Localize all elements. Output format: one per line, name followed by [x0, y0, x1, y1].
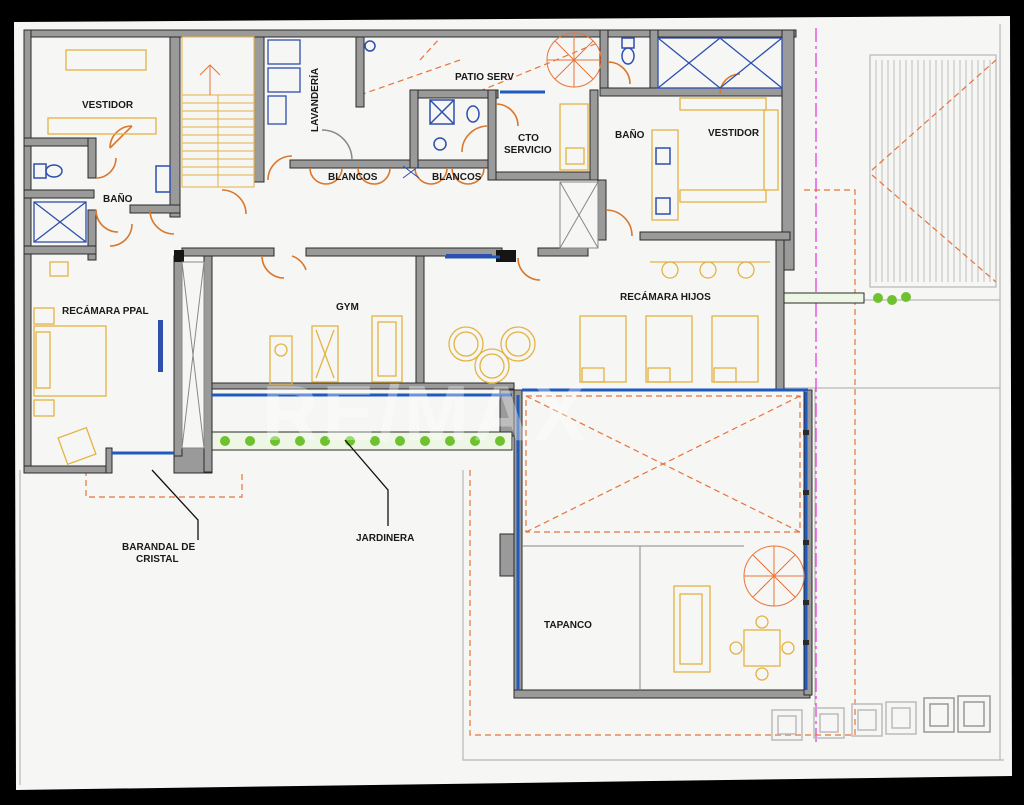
stair-icon	[181, 36, 255, 188]
label-barandal-1: BARANDAL DE	[122, 542, 195, 553]
label-vestidor-right: VESTIDOR	[708, 128, 760, 139]
leader-lines	[151, 439, 389, 540]
label-cto-servicio-2: SERVICIO	[504, 145, 552, 156]
pavers	[771, 695, 991, 741]
planter	[211, 431, 513, 451]
label-jardinera: JARDINERA	[356, 533, 414, 544]
closet-bar-2	[446, 254, 492, 258]
dining-table-icon	[729, 615, 795, 681]
hatched-roof	[875, 60, 991, 282]
label-bano-right: BAÑO	[615, 128, 645, 141]
closet-bar	[158, 320, 163, 372]
washer-icon	[267, 39, 301, 125]
label-recamara-ppal: RECÁMARA PPAL	[62, 304, 149, 317]
wardrobe-markers	[181, 165, 599, 449]
sink-icon	[155, 99, 671, 215]
label-blancos-right: BLANCOS	[432, 172, 482, 183]
label-tapanco: TAPANCO	[544, 620, 592, 631]
glass-posts	[803, 430, 809, 645]
plant-icon-right	[873, 292, 911, 305]
door-swing-icon	[95, 61, 741, 281]
label-recamara-hijos: RECÁMARA HIJOS	[620, 290, 711, 303]
walls	[23, 29, 813, 699]
spiral-stair-curve-icon	[321, 129, 353, 161]
label-bano-left: BAÑO	[103, 192, 133, 205]
bed-icon	[33, 325, 107, 397]
planter-right	[783, 292, 865, 304]
label-patio-serv: PATIO SERV	[455, 72, 514, 83]
toilet-icon	[33, 37, 635, 179]
label-gym: GYM	[336, 302, 359, 313]
plant-icon	[220, 436, 505, 446]
spiral-stair-icon	[546, 32, 805, 607]
shower-icon	[33, 37, 783, 243]
columns	[174, 250, 516, 262]
treadmill-icon	[371, 315, 403, 383]
site-outline	[19, 24, 1004, 785]
furniture	[33, 39, 795, 681]
label-barandal-2: CRISTAL	[136, 554, 179, 565]
open-void	[525, 395, 801, 533]
watermark: RE/MAX	[262, 369, 589, 457]
label-cto-servicio-1: CTO	[518, 133, 539, 144]
sofa-icon	[673, 585, 711, 673]
roof-cross	[871, 59, 997, 283]
label-blancos-left: BLANCOS	[328, 172, 378, 183]
label-vestidor-left: VESTIDOR	[82, 100, 134, 111]
label-lavanderia: LAVANDERÍA	[308, 68, 321, 132]
dashed-outlines	[85, 37, 856, 736]
gym-machine-icon	[269, 325, 339, 385]
